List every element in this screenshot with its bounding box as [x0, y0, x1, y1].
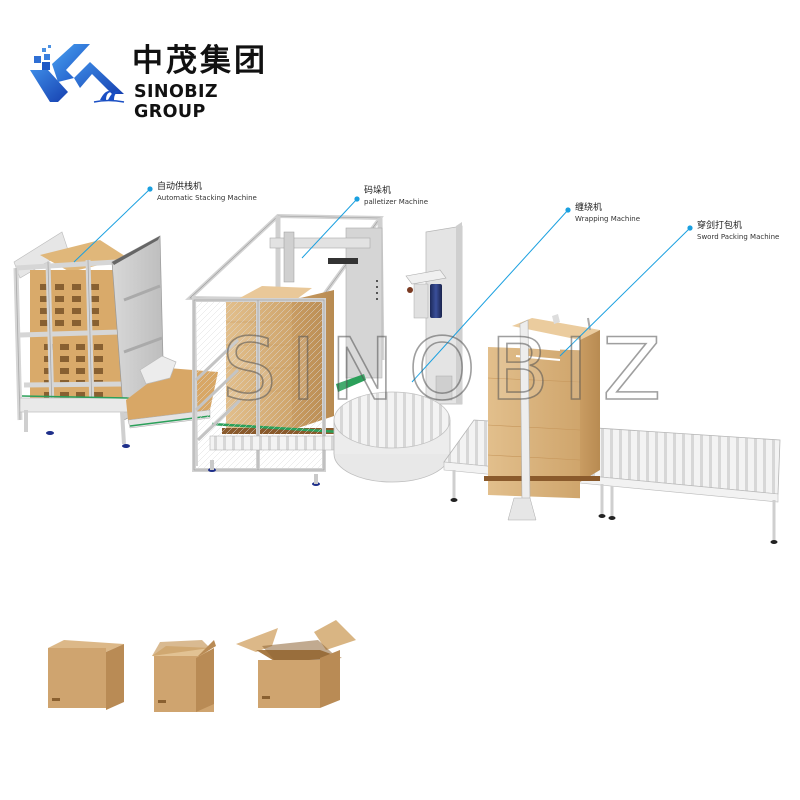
callout-label-en: Wrapping Machine	[575, 215, 641, 223]
callout-label-en: Sword Packing Machine	[697, 233, 780, 241]
callout-label-cn: 穿剑打包机	[697, 221, 743, 231]
wrapping-machine	[333, 222, 463, 483]
brand-name-cn: 中茂集团	[132, 43, 268, 79]
callout-label-en: palletizer Machine	[364, 198, 429, 206]
brand-logo: 中茂集团 SINOBIZ GROUP	[28, 38, 288, 122]
callout-stacking-machine: 自动供栈机 Automatic Stacking Machine	[157, 182, 257, 204]
callout-label-cn: 缠绕机	[575, 203, 603, 213]
callout-label-en: Automatic Stacking Machine	[157, 194, 257, 202]
callout-label-cn: 自动供栈机	[157, 182, 203, 192]
box-closed	[48, 640, 124, 710]
stacking-machine	[13, 231, 218, 448]
brand-name-en: SINOBIZ GROUP	[134, 82, 218, 122]
callout-lines	[73, 186, 693, 383]
sword-packing-machine	[443, 314, 781, 544]
callout-label-cn: 码垛机	[364, 186, 392, 196]
sinobiz-logo-icon	[30, 44, 125, 103]
callout-wrapping-machine: 缠绕机 Wrapping Machine	[575, 203, 640, 225]
callout-sword-packing-machine: 穿剑打包机 Sword Packing Machine	[697, 221, 779, 243]
palletizer-machine	[185, 213, 385, 486]
callout-palletizer-machine: 码垛机 palletizer Machine	[364, 186, 428, 208]
box-half-open	[152, 640, 216, 712]
box-open	[236, 620, 356, 708]
